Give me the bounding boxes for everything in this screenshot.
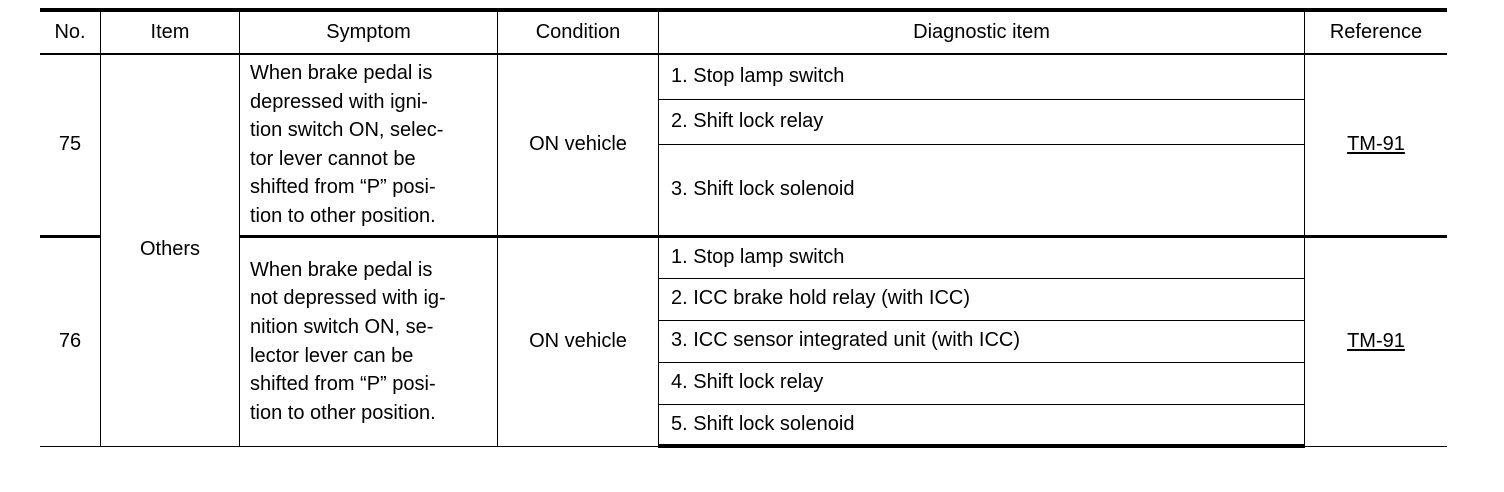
table-row: 75 Others When brake pedal is depressed … xyxy=(40,53,1447,447)
cell-no-75: 75 xyxy=(40,53,101,237)
cell-symptom-76: When brake pedal is not depressed with i… xyxy=(239,234,498,447)
cell-condition-76: ON vehicle xyxy=(497,234,659,447)
diagnostic-item-text: 5. Shift lock solenoid xyxy=(671,412,855,435)
symptom-line: When brake pedal is xyxy=(250,62,433,84)
symptom-line: not depressed with ig- xyxy=(250,287,446,310)
cell-symptom-75: When brake pedal is depressed with igni-… xyxy=(239,53,498,237)
symptom-line: tor lever cannot be xyxy=(250,147,416,170)
cell-diagnostic-item: 3. ICC sensor integrated unit (with ICC) xyxy=(658,319,1305,363)
cell-reference-75: TM-91 xyxy=(1304,53,1447,237)
symptom-text-76: When brake pedal is not depressed with i… xyxy=(240,252,497,432)
diagnostic-item-text: 4. Shift lock relay xyxy=(671,371,824,394)
diagnostic-item-text: 2. Shift lock relay xyxy=(671,109,824,132)
table-header: No. Item Symptom Condition Diagnostic it… xyxy=(40,8,1447,55)
cell-condition-75: ON vehicle xyxy=(497,53,659,237)
column-header-item: Item xyxy=(100,8,240,55)
cell-diagnostic-item: 2. Shift lock relay xyxy=(658,98,1305,145)
symptom-line: lector lever can be xyxy=(250,344,414,367)
reference-link[interactable]: TM-91 xyxy=(1347,132,1405,155)
symptom-line: depressed with igni- xyxy=(250,90,428,113)
symptom-line: shifted from “P” posi- xyxy=(250,176,436,199)
symptom-line: shifted from “P” posi- xyxy=(250,373,436,396)
diagnostic-item-text: 3. ICC sensor integrated unit (with ICC) xyxy=(671,329,1021,352)
column-header-no: No. xyxy=(40,8,101,55)
table-header-row: No. Item Symptom Condition Diagnostic it… xyxy=(40,8,1447,55)
symptom-line: nition switch ON, se- xyxy=(250,315,434,338)
table-row: 4. Shift lock relay xyxy=(40,361,1447,405)
diagnostic-symptom-table: No. Item Symptom Condition Diagnostic it… xyxy=(40,8,1447,449)
table-row: 5. Shift lock solenoid xyxy=(40,403,1447,449)
symptom-line: tion to other position. xyxy=(250,401,436,424)
column-header-diagnostic-item: Diagnostic item xyxy=(658,8,1305,55)
table-body: 75 Others When brake pedal is depressed … xyxy=(40,53,1447,449)
symptom-line: When brake pedal is xyxy=(250,258,433,281)
table-row: 76 When brake pedal is not depressed wit… xyxy=(40,234,1447,447)
cell-diagnostic-item: 1. Stop lamp switch xyxy=(658,234,1305,279)
cell-reference-76: TM-91 xyxy=(1304,234,1447,447)
table-row: 3. ICC sensor integrated unit (with ICC) xyxy=(40,319,1447,363)
cell-diagnostic-item: 1. Stop lamp switch xyxy=(658,53,1305,100)
column-header-symptom: Symptom xyxy=(239,8,498,55)
symptom-line: tion to other position. xyxy=(250,204,436,227)
cell-item-others: Others xyxy=(100,53,240,447)
column-header-reference: Reference xyxy=(1304,8,1447,55)
cell-diagnostic-item: 4. Shift lock relay xyxy=(658,361,1305,405)
reference-link[interactable]: TM-91 xyxy=(1347,329,1405,352)
column-header-condition: Condition xyxy=(497,8,659,55)
diagnostic-item-text: 2. ICC brake hold relay (with ICC) xyxy=(671,287,970,310)
diagnostic-item-text: 1. Stop lamp switch xyxy=(671,245,845,268)
cell-diagnostic-item: 5. Shift lock solenoid xyxy=(658,403,1305,449)
diagnostic-item-text: 3. Shift lock solenoid xyxy=(671,177,855,200)
cell-diagnostic-item: 3. Shift lock solenoid xyxy=(658,143,1305,237)
cell-no-76: 76 xyxy=(40,234,101,447)
table-row: 2. ICC brake hold relay (with ICC) xyxy=(40,277,1447,321)
table-row: 3. Shift lock solenoid xyxy=(40,143,1447,237)
table-row: 2. Shift lock relay xyxy=(40,98,1447,145)
diagnostic-item-text: 1. Stop lamp switch xyxy=(671,64,845,87)
symptom-text-75: When brake pedal is depressed with igni-… xyxy=(240,55,497,235)
symptom-line: tion switch ON, selec- xyxy=(250,119,444,142)
cell-diagnostic-item: 2. ICC brake hold relay (with ICC) xyxy=(658,277,1305,321)
